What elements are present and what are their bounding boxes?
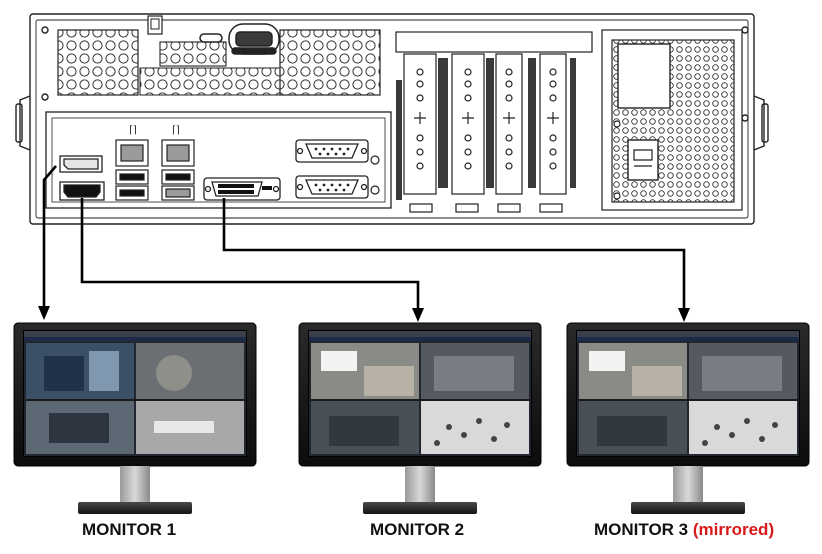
monitor-3-title: MONITOR 3 [594,520,689,539]
ethernet-usb-stack-1: ⌈⌉ [115,125,149,201]
monitor-1 [13,322,257,515]
hdmi-port [59,181,105,201]
cable-hdmi [80,198,420,310]
cable-dvi [222,198,686,310]
mirrored-note: (mirrored) [692,520,775,539]
svg-text:⌈⌉: ⌈⌉ [172,125,180,136]
displayport-port [59,155,103,173]
monitor-2-title: MONITOR 2 [370,520,465,539]
cables [42,165,686,310]
monitor-2 [298,322,542,515]
cable-displayport [42,165,57,308]
monitor-2-label: MONITOR 2 [370,520,464,540]
monitor-2-screen [309,331,531,456]
monitor-1-title: MONITOR 1 [82,520,177,539]
arrow-down-icon [678,308,690,322]
ethernet-usb-stack-2: ⌈⌉ [161,125,195,201]
serial-port-2 [295,175,369,199]
monitor-1-label: MONITOR 1 [82,520,176,540]
svg-text:⌈⌉: ⌈⌉ [129,125,137,136]
monitor-3-screen [577,331,799,456]
expansion-slots [395,31,593,213]
arrow-down-icon [38,306,50,320]
vent-grill-top [57,15,381,96]
serial-port-1 [295,139,369,163]
latch-icon [199,23,280,55]
arrow-heads [38,306,690,322]
power-supply-bay [601,29,743,211]
monitor-3-label: MONITOR 3 (mirrored) [594,520,774,540]
monitor-1-screen [24,331,246,456]
monitor-3 [566,322,810,515]
dvi-port [203,177,281,201]
arrow-down-icon [412,308,424,322]
